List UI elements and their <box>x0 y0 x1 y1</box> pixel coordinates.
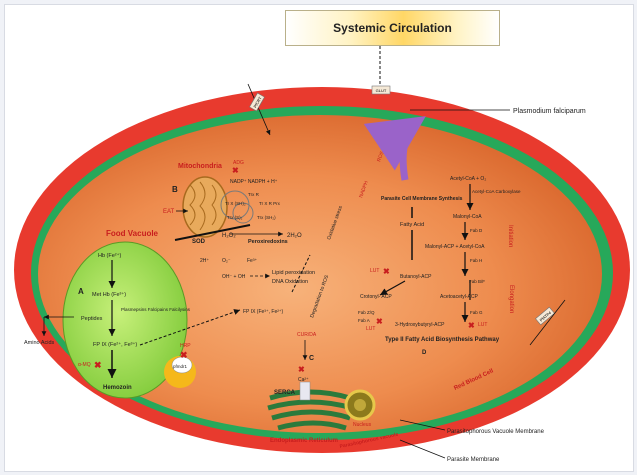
systemic-circulation-box: Systemic Circulation <box>285 10 500 46</box>
nucleus-label: Nucleus <box>353 422 372 428</box>
butanoyl-label: Butanoyl-ACP <box>400 274 432 280</box>
hrp-label: HRP <box>180 343 191 349</box>
transporter-top-label: GLUT <box>376 88 387 93</box>
label-c: C <box>309 355 314 362</box>
fabh-label: Fab H <box>470 258 482 263</box>
trx-red-label: Tr X R Prx <box>259 201 281 206</box>
plasmodium-label: Plasmodium falciparum <box>513 108 586 115</box>
hrp-inhibit-x: ✖ <box>180 350 188 360</box>
faba-label: Fab A <box>358 318 370 323</box>
peroxiredoxins-label: Peroxiredoxins <box>248 239 288 245</box>
trx-sh2-label: Trx (SH₂) <box>257 215 276 220</box>
acetoacetyl-label: Acetoacetyl-ACP <box>440 294 478 300</box>
sod-label: SOD <box>192 239 206 245</box>
mitochondria-label: Mitochondria <box>178 163 222 170</box>
pfmdr-transporter <box>171 356 193 374</box>
fabg-label: Fab G <box>470 310 483 315</box>
lut1-inhibit-x: ✖ <box>383 267 390 276</box>
food-vacuole <box>62 241 188 399</box>
alpha-mq-label: α-MQ <box>78 362 91 368</box>
transporter-left <box>249 92 265 112</box>
proteases-label: Plasmepsins Falcipains Falcilysins <box>121 307 191 312</box>
fppix-label: FP IX (Fe²⁺, Fe³⁺) <box>93 341 137 348</box>
mitochondrion <box>182 176 254 238</box>
lut2-inhibit-x: ✖ <box>376 317 383 326</box>
pcm-label: Parasite Cell Membrane Synthesis <box>381 196 463 202</box>
fppix2-label: FP IX (Fe³⁺, Fe²⁺) <box>243 309 284 315</box>
ca-label: Ca²⁺ <box>298 377 309 383</box>
cur-inhibit-x: ✖ <box>298 365 305 374</box>
elongation-label: Elongation <box>508 285 514 313</box>
acetylcoa-label: Acetyl-CoA + O₂ <box>450 176 486 182</box>
o2-label: O₂⁻ <box>222 258 231 264</box>
trxr-label: Trx R <box>248 192 260 197</box>
er-label: Endoplasmic Reticulum <box>270 438 338 444</box>
pfmdr-label: pfmdr1 <box>173 364 188 369</box>
label-a: A <box>78 287 84 296</box>
trx-ox-label: Tr X (SH)₂ <box>225 201 246 206</box>
label-b: B <box>172 185 178 194</box>
initiation-label: Initiation <box>507 225 513 247</box>
lut3-inhibit-x: ✖ <box>468 321 475 330</box>
hemozoin-label: Hemozoin <box>103 385 132 391</box>
eat-label: EAT <box>163 209 175 215</box>
transporter-top <box>371 85 391 95</box>
h2o-label: 2H₂O <box>287 233 302 239</box>
pm-label: Parasite Membrane <box>447 457 500 463</box>
alpha-mq-inhibit-x: ✖ <box>94 360 102 370</box>
malonylacp-label: Malonyl-ACP + Acetyl-CoA <box>425 244 485 250</box>
systemic-circulation-title: Systemic Circulation <box>333 21 452 35</box>
methb-label: Met Hb (Fe³⁺) <box>92 291 126 298</box>
pvm-label: Parasitophorous Vacuole Membrane <box>447 429 545 435</box>
adg-label: ADG <box>233 160 244 166</box>
hb-label: Hb (Fe²⁺) <box>98 252 122 259</box>
acc-label: Acetyl-CoA Carboxylase <box>472 189 521 194</box>
transporter-left-label: PfCRT <box>252 95 263 108</box>
lut3-label: LUT <box>478 322 487 328</box>
fabd-label: Fab D <box>470 228 483 233</box>
label-d: D <box>422 350 427 356</box>
lipid-label: Lipid peroxidation <box>272 270 315 276</box>
adg-inhibit-x: ✖ <box>232 166 239 175</box>
food-vacuole-label: Food Vacuole <box>106 229 159 238</box>
transporter-right <box>535 306 555 326</box>
fabz-label: Fab Z/Q <box>358 310 375 315</box>
amino-label: Amino Acids <box>24 340 55 346</box>
malonyl-label: Malonyl-CoA <box>453 214 482 220</box>
nadp-label: NADP⁺ NADPH + H⁺ <box>230 179 278 185</box>
fatty-label: Fatty Acid <box>400 222 424 228</box>
lut1-label: LUT <box>370 268 379 274</box>
fabbf-label: Fab B/F <box>469 279 485 284</box>
h-plus-label: 2H⁺ <box>200 258 209 264</box>
cur-label: CUR/DA <box>297 332 317 338</box>
nadph-label: NADPH <box>358 180 370 199</box>
lut2-label: LUT <box>366 326 375 332</box>
oh-label: OH⁻ + OH <box>222 274 246 280</box>
fe3-label: Fe³⁺ <box>247 258 258 264</box>
h2o2-label: H₂O₂ <box>222 233 236 239</box>
peptides-label: Peptides <box>81 316 103 322</box>
crotonyl-label: Crotonyl- ACP <box>360 294 392 300</box>
dna-label: DNA Oxidation <box>272 279 308 285</box>
serca-label: SERCA <box>274 390 296 396</box>
fas-label: Type II Fatty Acid Biosynthesis Pathway <box>385 337 500 343</box>
hydroxy-label: 3-Hydroxybutyryl-ACP <box>395 322 445 328</box>
trx-s2-label: Trx (S)₂ <box>227 215 243 220</box>
